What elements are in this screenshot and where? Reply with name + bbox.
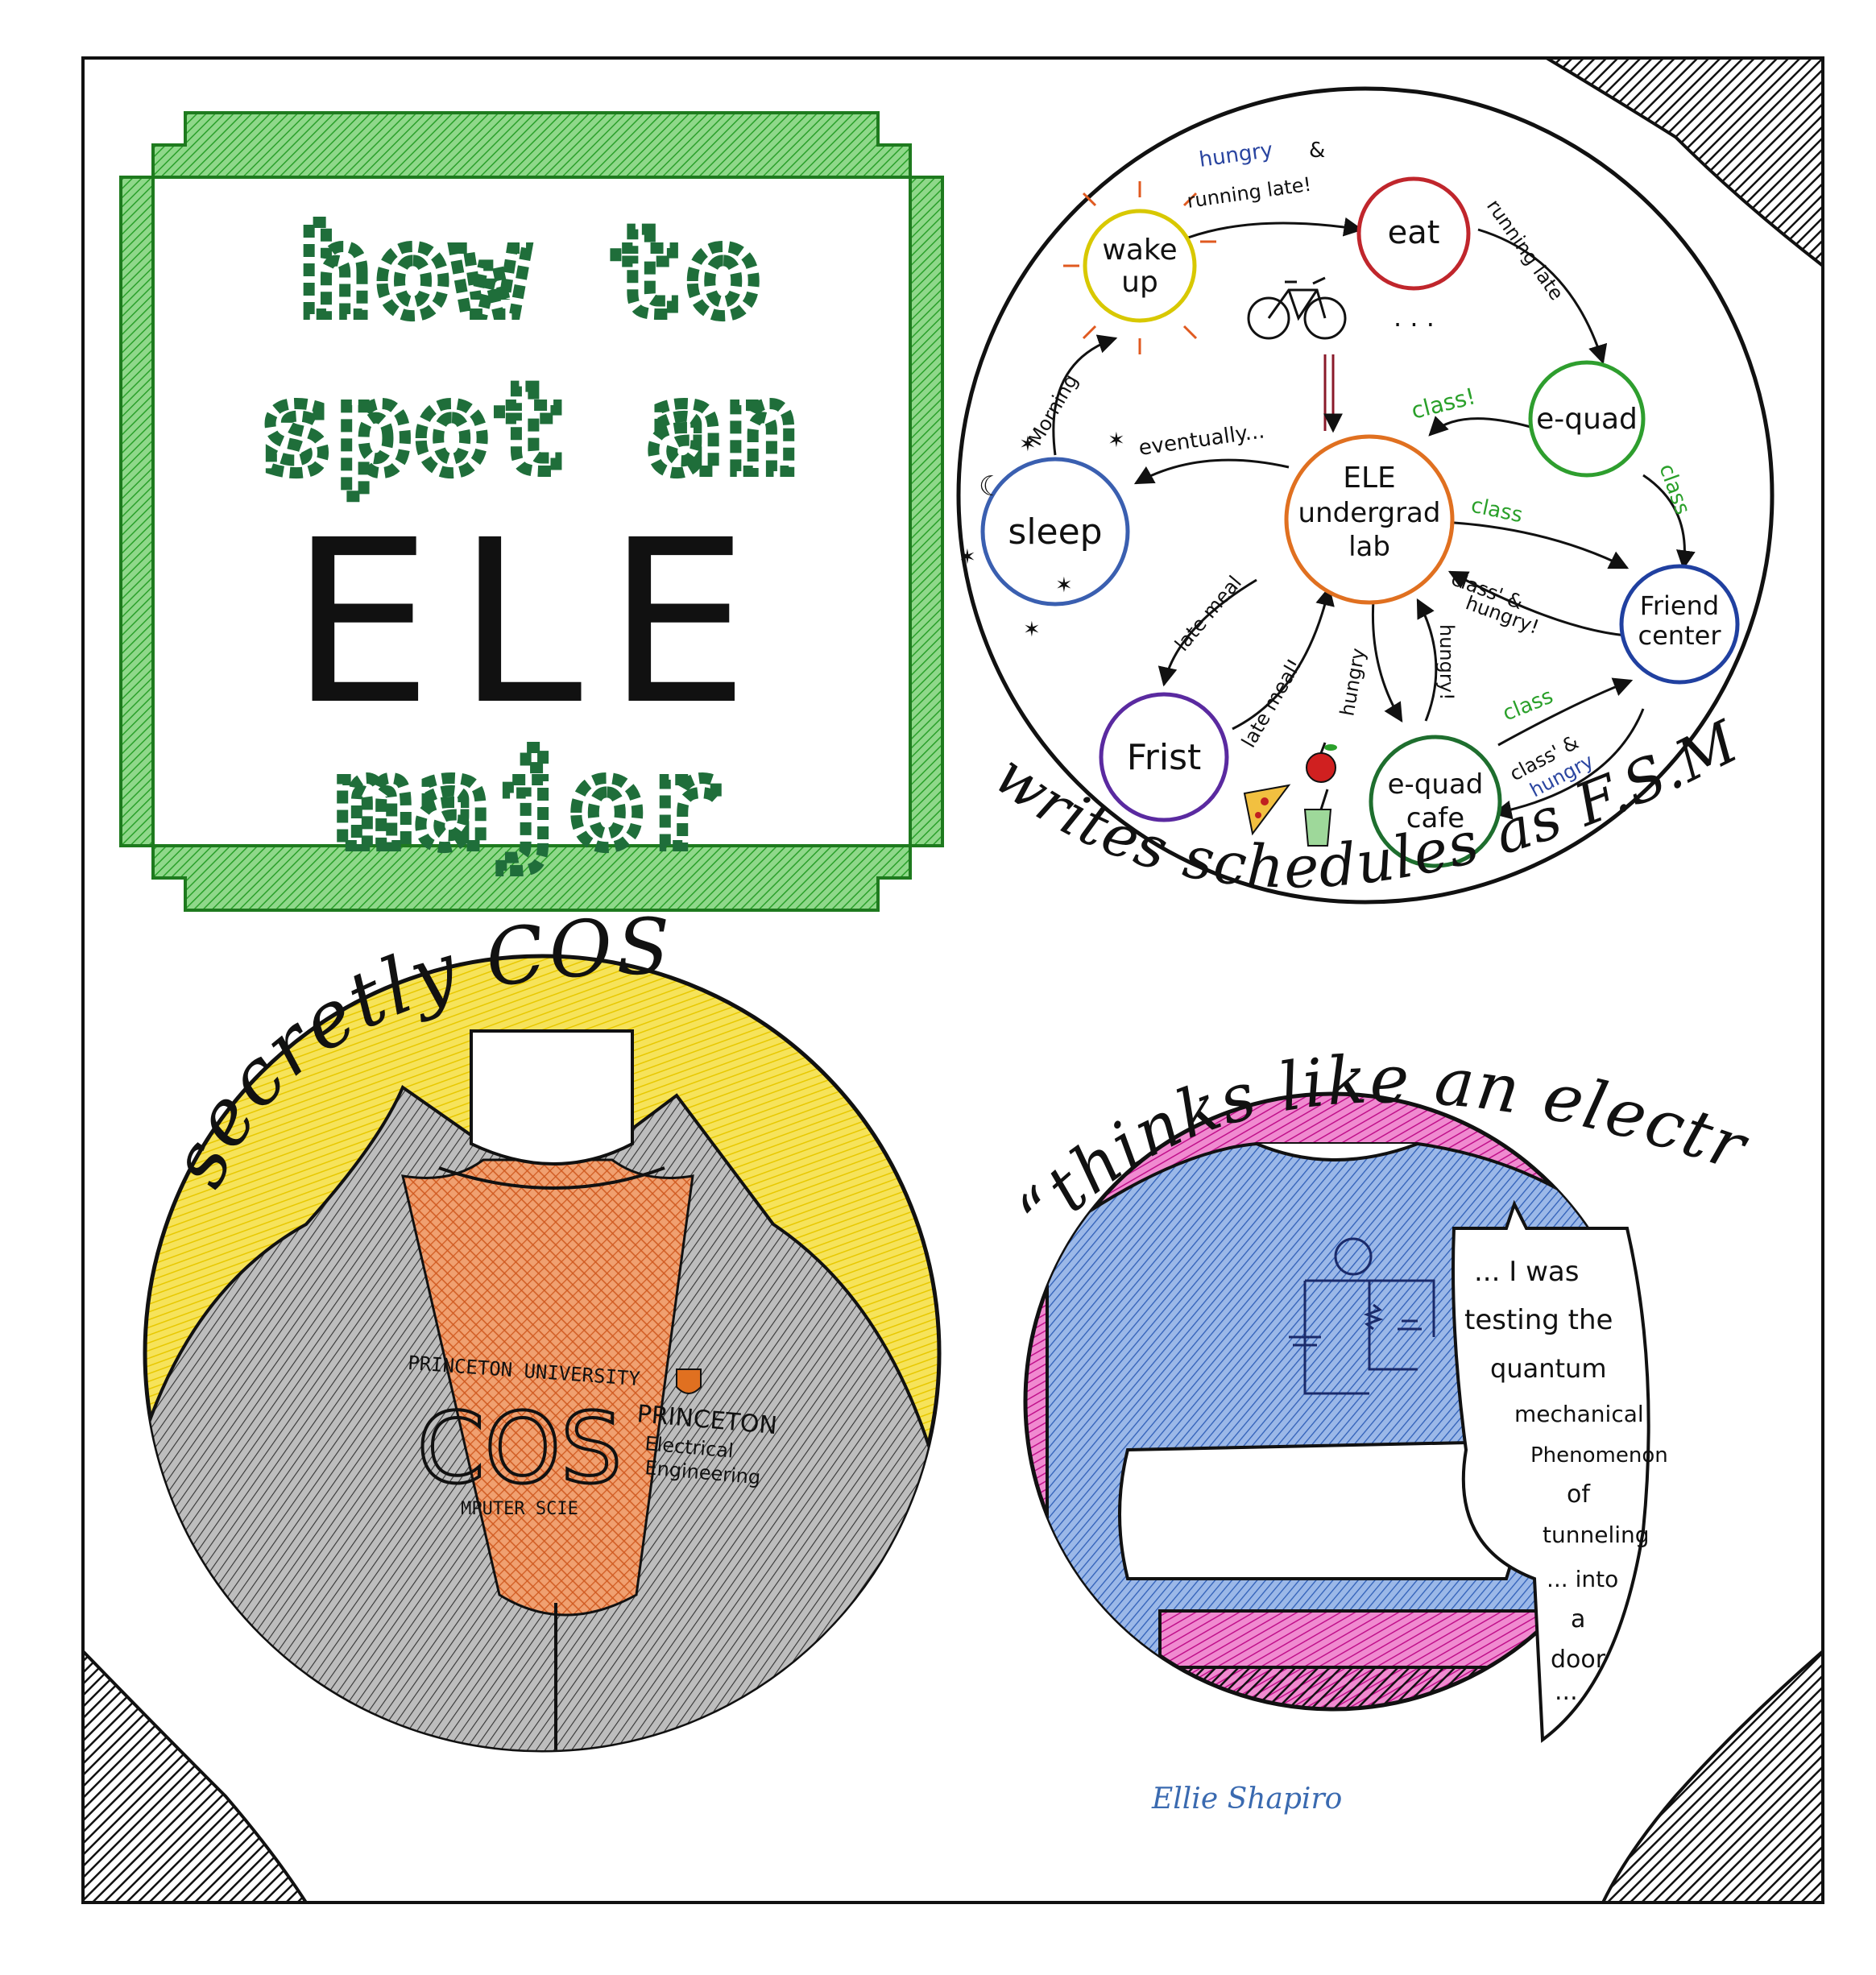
state-frist: Frist [1099, 692, 1229, 822]
speech-line-5: Phenomenon [1530, 1443, 1668, 1468]
title-line-spot-an: spot an [260, 360, 803, 500]
star-icon: ✶ [959, 545, 976, 569]
pizza-icon [1243, 784, 1291, 836]
state-cafe-label-1: e-quad [1388, 768, 1484, 801]
state-e-quad-cafe: e-quad cafe [1369, 735, 1502, 868]
state-frist-label: Frist [1127, 737, 1202, 778]
speech-bubble [1452, 1199, 1650, 1743]
state-eat: eat [1356, 176, 1471, 291]
label-hungry-3: hungry! [1435, 624, 1458, 701]
speech-line-8: ... into [1547, 1566, 1618, 1592]
speech-line-2: testing the [1464, 1304, 1613, 1336]
corner-decoration-bottom-left [81, 1647, 309, 1904]
state-cafe-label-2: cafe [1406, 802, 1464, 834]
shirt-text-cos: COS [417, 1393, 622, 1505]
speech-line-7: tunneling [1543, 1522, 1650, 1548]
state-lab-label-1: ELE [1343, 462, 1396, 495]
speech-line-6: of [1567, 1480, 1591, 1509]
star-icon: ✶ [1108, 429, 1125, 453]
speech-line-1: ... I was [1474, 1256, 1579, 1288]
title-panel: how to spot an ELE major [119, 111, 944, 912]
label-ampersand: & [1309, 139, 1325, 163]
circuit-icon [1289, 1237, 1435, 1395]
state-equad-label: e-quad [1536, 403, 1638, 436]
bicycle-icon [1247, 276, 1347, 340]
state-lab-label-3: lab [1348, 531, 1390, 563]
artist-signature: Ellie Shapiro [1151, 1782, 1342, 1816]
title-line-ele: ELE [290, 492, 773, 755]
state-friend-center: Friend center [1619, 564, 1740, 685]
speech-line-4: mechanical [1514, 1401, 1644, 1427]
state-lab-label-2: undergrad [1298, 497, 1441, 529]
state-wake-up: wake up [1063, 181, 1216, 354]
state-wake-label-1: wake [1102, 234, 1177, 267]
corner-decoration-top-right [1540, 56, 1824, 270]
shirt-text-bottom: MPUTER SCIE [461, 1499, 578, 1519]
state-friend-label-2: center [1638, 620, 1722, 651]
title-line-how-to: how to [299, 203, 764, 343]
speech-line-3: quantum [1490, 1353, 1606, 1384]
state-e-quad: e-quad [1528, 360, 1646, 478]
speech-line-10: door [1551, 1646, 1606, 1674]
speech-line-9: a [1571, 1605, 1585, 1633]
shield-icon [676, 1368, 702, 1394]
drink-icon [1303, 789, 1332, 847]
state-friend-label-1: Friend [1640, 590, 1719, 621]
ellipsis-label: . . . [1394, 302, 1435, 333]
title-line-major: major [338, 735, 726, 875]
star-icon: ✶ [1019, 433, 1037, 457]
moon-icon: ☾ [979, 470, 1003, 503]
state-ele-lab: ELE undergrad lab [1284, 434, 1455, 605]
state-sleep-label: sleep [1008, 511, 1102, 553]
state-eat-label: eat [1388, 214, 1440, 251]
star-icon: ✶ [1055, 573, 1073, 598]
state-wake-label-2: up [1121, 266, 1158, 299]
state-sleep: sleep ☾ ✶ ✶ ✶ ✶ ✶ [959, 429, 1130, 642]
corner-decoration-bottom-right [1600, 1647, 1824, 1904]
speech-line-11: ... [1555, 1678, 1578, 1706]
cos-panel: PRINCETON UNIVERSITY COS MPUTER SCIE PRI… [143, 902, 942, 1753]
star-icon: ✶ [1023, 618, 1041, 642]
apple-icon [1306, 742, 1337, 783]
